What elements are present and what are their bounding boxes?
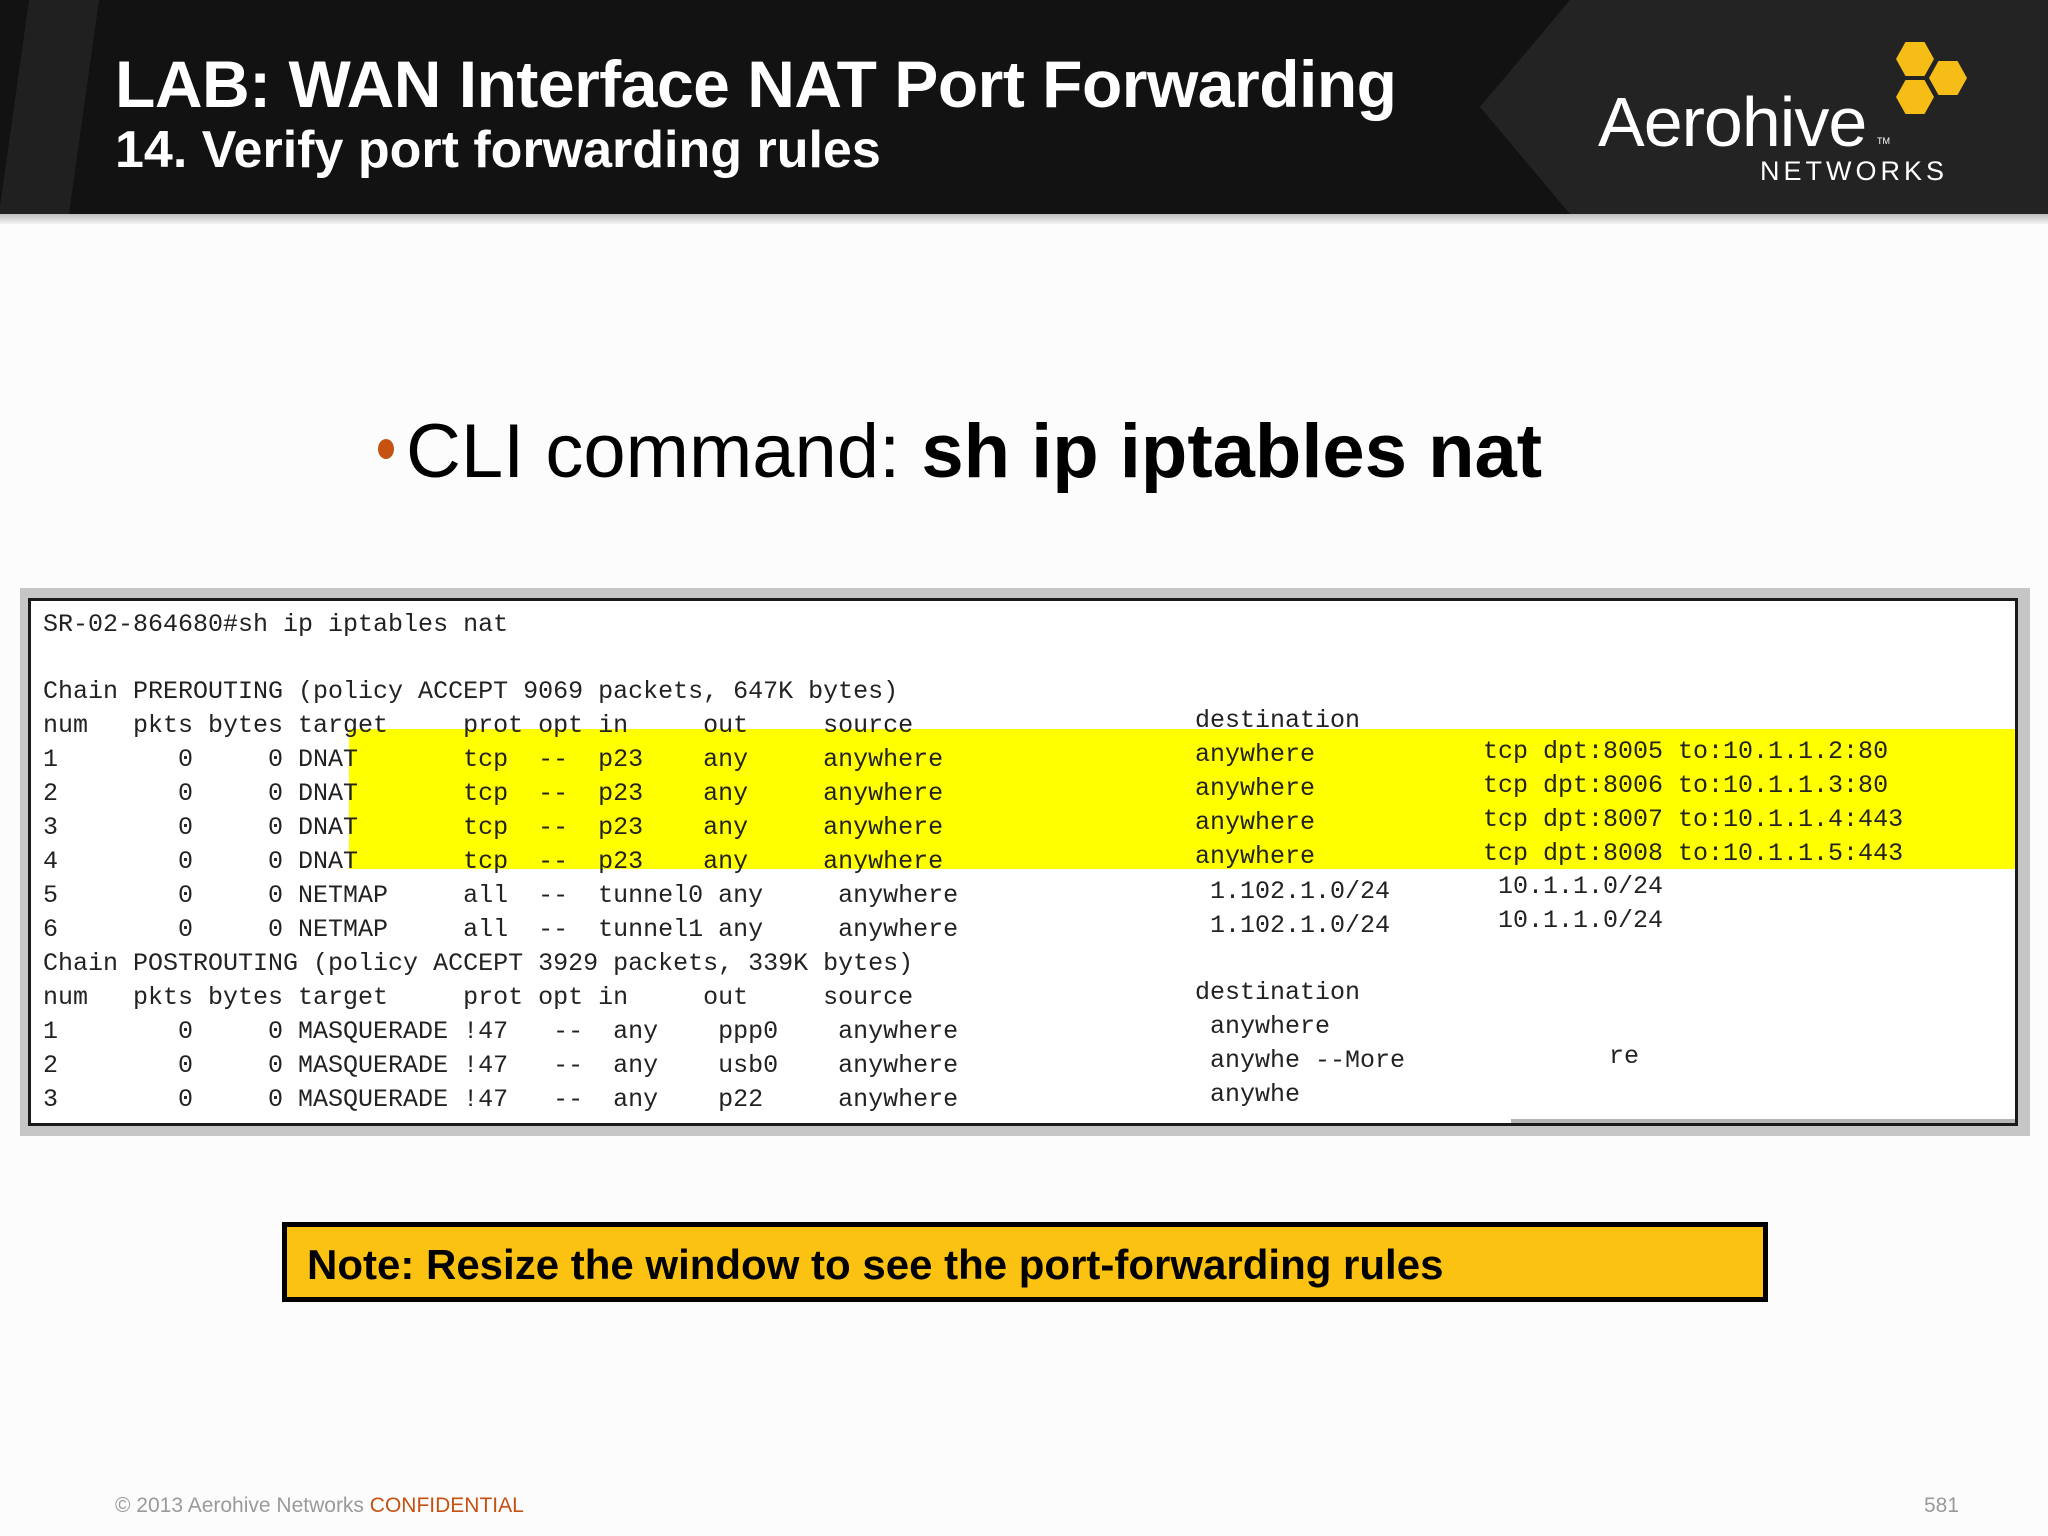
logo-hex-icon: [1929, 61, 1967, 95]
prerouting-row-extra: tcp dpt:8005 to:10.1.1.2:80: [1483, 737, 1889, 766]
logo-hex-icon: [1896, 42, 1934, 76]
prerouting-row-extra: 10.1.1.0/24: [1483, 872, 1664, 901]
logo-trademark: TM: [1877, 136, 1890, 146]
slide-subtitle: 14. Verify port forwarding rules: [115, 121, 881, 179]
prerouting-row: 6 0 0 NETMAP all -- tunnel1 any anywhere: [43, 915, 959, 944]
prerouting-row: 4 0 0 DNAT tcp -- p23 any anywhere: [43, 847, 944, 876]
prerouting-row-dest: anywhere: [1195, 774, 1316, 803]
prerouting-header-destination: destination: [1195, 706, 1361, 735]
terminal-window: SR-02-864680#sh ip iptables nat Chain PR…: [28, 598, 2018, 1126]
prerouting-header: num pkts bytes target prot opt in out so…: [43, 711, 914, 740]
prerouting-row-extra: tcp dpt:8007 to:10.1.1.4:443: [1483, 805, 1904, 834]
prerouting-row: 2 0 0 DNAT tcp -- p23 any anywhere: [43, 779, 944, 808]
bullet-cli-command: CLI command: sh ip iptables nat: [378, 408, 1542, 495]
prerouting-row-extra: tcp dpt:8008 to:10.1.1.5:443: [1483, 839, 1904, 868]
note-callout: Note: Resize the window to see the port-…: [282, 1222, 1768, 1302]
prerouting-row-dest: 1.102.1.0/24: [1195, 911, 1391, 940]
postrouting-chain-line: Chain POSTROUTING (policy ACCEPT 3929 pa…: [43, 949, 914, 978]
prerouting-row-dest: anywhere: [1195, 740, 1316, 769]
logo-hex-icon: [1896, 80, 1934, 114]
postrouting-row: 3 0 0 MASQUERADE !47 -- any p22 anywhere: [43, 1085, 959, 1114]
copyright-text: © 2013 Aerohive Networks: [115, 1494, 370, 1517]
header-shadow-bar: [0, 214, 2048, 224]
logo-wordmark: Aerohive: [1598, 83, 1867, 161]
prerouting-row-extra: tcp dpt:8006 to:10.1.1.3:80: [1483, 771, 1889, 800]
logo-networks: NETWORKS: [1760, 156, 1949, 186]
note-text: Note: Resize the window to see the port-…: [307, 1241, 1444, 1288]
postrouting-header-destination: destination: [1195, 978, 1361, 1007]
prerouting-row-dest: anywhere: [1195, 842, 1316, 871]
footer-copyright: © 2013 Aerohive Networks CONFIDENTIAL: [115, 1494, 524, 1518]
prerouting-row-dest: 1.102.1.0/24: [1195, 877, 1391, 906]
prerouting-row: 3 0 0 DNAT tcp -- p23 any anywhere: [43, 813, 944, 842]
postrouting-row-extra: re: [1609, 1042, 1640, 1071]
confidential-label: CONFIDENTIAL: [369, 1494, 524, 1517]
prerouting-row: 5 0 0 NETMAP all -- tunnel0 any anywhere: [43, 881, 959, 910]
prerouting-row-dest: anywhere: [1195, 808, 1316, 837]
header-decor-shape: [0, 0, 100, 214]
bullet-prefix: CLI command:: [406, 409, 922, 494]
postrouting-row-dest: anywhere: [1195, 1012, 1331, 1041]
postrouting-row-dest: anywhe --More: [1195, 1046, 1406, 1075]
page-number: 581: [1924, 1494, 1960, 1517]
postrouting-header: num pkts bytes target prot opt in out so…: [43, 983, 914, 1012]
dnat-rules-highlight: [349, 729, 2015, 869]
prerouting-row: 1 0 0 DNAT tcp -- p23 any anywhere: [43, 745, 944, 774]
postrouting-row-dest: anywhe: [1195, 1080, 1301, 1109]
prerouting-row-extra: 10.1.1.0/24: [1483, 906, 1664, 935]
header-logo-panel: [1480, 0, 2048, 214]
postrouting-row: 2 0 0 MASQUERADE !47 -- any usb0 anywher…: [43, 1051, 959, 1080]
terminal-horizontal-scrollbar[interactable]: [1511, 1119, 2015, 1123]
slide-header: LAB: WAN Interface NAT Port Forwarding 1…: [0, 0, 2048, 214]
postrouting-row: 1 0 0 MASQUERADE !47 -- any ppp0 anywher…: [43, 1017, 959, 1046]
slide-title: LAB: WAN Interface NAT Port Forwarding: [115, 47, 1397, 121]
cli-command: sh ip iptables nat: [921, 409, 1543, 494]
prerouting-chain-line: Chain PREROUTING (policy ACCEPT 9069 pac…: [43, 677, 899, 706]
bullet-dot-icon: [378, 438, 394, 459]
terminal-prompt: SR-02-864680#sh ip iptables nat: [43, 610, 509, 639]
